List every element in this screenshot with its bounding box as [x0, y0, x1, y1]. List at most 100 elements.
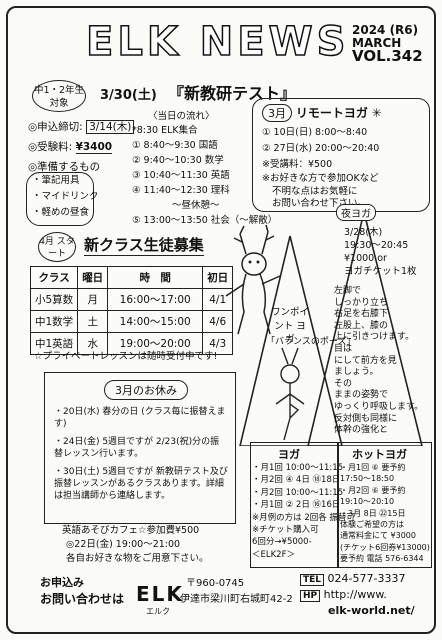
test-date: 3/30(土)	[100, 88, 157, 103]
issue-year: 2024 (R6)	[352, 23, 419, 37]
yoga-line: ・月1回 10:00〜11:15	[252, 463, 344, 473]
english-cafe-title: 英語あそびカフェ☆参加費¥500	[62, 525, 200, 536]
desc-line: しっかり立ち	[334, 297, 389, 308]
table-header-cell: クラス	[29, 266, 79, 289]
table-row: 中1数学 土 14:00〜15:00 4/6	[29, 310, 234, 333]
deer-mascot-illustration	[225, 224, 281, 335]
hot-yoga-line: ・月1回 ⑥ 要予約	[340, 463, 406, 472]
footer-apply-2: お問い合わせは	[40, 592, 125, 606]
desc-line: 目は	[334, 343, 353, 354]
private-lesson-note: ☆プライベートレッスンは随時受付中です!	[34, 351, 218, 362]
flow-title: 〈当日の流れ〉	[148, 111, 215, 122]
footer-address: 伊達市梁川町右城町42-2	[180, 594, 293, 605]
holiday-title: 3月のお休み	[104, 380, 188, 400]
holiday-box	[44, 372, 236, 524]
footer-apply-1: お申込み	[40, 576, 84, 589]
one-point-description: 左脚で しっかり立ち 右足を右膝下 左股上、膝の 上に引きつけます。 目は にし…	[334, 286, 423, 437]
hot-yoga-line: 要予約 電話 576-6344	[340, 554, 424, 564]
issue-vol: VOL.342	[352, 47, 423, 65]
table-cell: 19:00〜20:00	[107, 332, 204, 355]
yoga-schedule-lines: ・月1回 10:00〜11:15 ・月2回 ④ 4日 ⑱18日 ・月2回 10:…	[252, 462, 355, 561]
desc-line: ましょう。	[334, 367, 379, 378]
yoga-triangles	[239, 211, 423, 446]
remote-yoga-date-1: ① 10日(日) 8:00〜8:40	[262, 127, 368, 138]
tel-number[interactable]: 024-577-3337	[327, 572, 406, 585]
hot-yoga-line: 17:50〜18:50	[340, 474, 395, 484]
table-cell: 4/3	[202, 332, 234, 355]
one-point-label: ワンポイント ヨガ	[270, 307, 309, 345]
footer-brand: ELK	[136, 582, 184, 606]
remote-yoga-note-3: お問い合わせ下さい。	[272, 198, 368, 209]
desc-line: ままの姿勢で	[334, 390, 389, 401]
table-row: 中1英語 水 19:00〜20:00 4/3	[29, 332, 234, 355]
night-yoga-label: 夜ヨガ	[336, 204, 376, 221]
holiday-item: ・20日(水) 春分の日 (クラス毎に振替えます)	[54, 407, 226, 429]
test-prep-label: ◎準備するもの	[28, 161, 101, 173]
yoga-line: ・月2回 10:00〜11:15	[252, 487, 344, 498]
remote-yoga-fee: ※受講料：¥500	[262, 159, 333, 170]
hot-yoga-line: ・月2回 ⑥ 要予約	[340, 485, 406, 495]
desc-line: 左脚で	[334, 286, 362, 296]
new-class-start-badge: 4月 スタート	[38, 232, 76, 262]
flow-step-1: ① 8:40〜9:30 国語	[132, 140, 218, 151]
remote-yoga-header: 3月 リモートヨガ ✳	[262, 104, 382, 122]
english-cafe-note: 各自お好きな物をご用意下さい。	[66, 553, 209, 564]
table-cell: 月	[77, 288, 109, 311]
hot-yoga-box	[338, 442, 432, 568]
desc-line: 右足を右膝下	[334, 309, 389, 320]
table-header-row: クラス 曜日 時 間 初日	[29, 266, 234, 289]
yoga-line: ※チケット購入可	[252, 525, 319, 536]
table-header-cell: 時 間	[107, 266, 204, 289]
flow-step-0: *8:30 ELK集合	[132, 125, 198, 136]
remote-yoga-note-1: ※お好きな方で参加OKなど	[262, 173, 379, 184]
table-cell: 14:00〜15:00	[107, 310, 204, 333]
table-cell: 水	[77, 332, 109, 355]
hp-url-2[interactable]: elk-world.net/	[328, 604, 415, 617]
new-class-table: クラス 曜日 時 間 初日 小5算数 月 16:00〜17:00 4/1 中1数…	[29, 266, 234, 355]
table-cell: 小5算数	[29, 288, 79, 311]
tel-tag: TEL	[300, 574, 325, 586]
table-cell: 土	[77, 310, 109, 333]
yoga-line: ＜ELK2F＞	[252, 549, 295, 560]
prep-item-2: ・マイドリンク	[32, 191, 99, 202]
footer-postal: 〒960-0745	[186, 578, 245, 589]
yoga-line: ※月例の方は 2回各 振替可	[252, 512, 355, 523]
hot-yoga-title: ホットヨガ	[352, 448, 407, 461]
table-cell: 中1英語	[29, 332, 79, 355]
test-fee: ◎受験料: ¥3400	[28, 141, 113, 154]
flow-step-5: 〜昼休憩〜	[172, 200, 220, 211]
table-header-cell: 初日	[202, 266, 234, 289]
night-yoga-ticket: ヨガチケット1枚	[344, 266, 417, 277]
night-yoga-fee: ¥1000 or	[344, 253, 387, 264]
prep-item-1: ・筆記用具	[32, 175, 80, 186]
footer-brand-kana: エルク	[146, 607, 170, 616]
holiday-list: ・20日(水) 春分の日 (クラス毎に振替えます) ・24日(金) 5週目ですが…	[54, 406, 228, 502]
desc-line: 反対側も同様に	[334, 413, 398, 424]
new-class-title: 新クラス生徒募集	[84, 236, 204, 256]
desc-line: 左股上、膝の	[334, 320, 389, 331]
flow-step-2: ② 9:40〜10:30 数学	[132, 155, 224, 166]
hot-yoga-line: 通常料金にて ¥3000	[340, 531, 416, 541]
yoga-line: ・月1回 ② 2日 ⑯16日	[252, 500, 341, 511]
page-border	[6, 6, 436, 634]
prep-box	[26, 172, 94, 226]
prep-item-3: ・軽めの昼食	[32, 207, 90, 218]
night-yoga-date: 3/28(木)	[344, 227, 383, 238]
remote-yoga-date-2: ② 27日(水) 20:00〜20:40	[262, 143, 380, 154]
hp-tag: HP	[300, 590, 321, 602]
yoga-line: 6回分→¥5000-	[252, 537, 312, 548]
footer-hp: HP http://www.	[300, 588, 387, 602]
table-cell: 4/1	[202, 288, 234, 311]
table-cell: 16:00〜17:00	[107, 288, 204, 311]
issue-info: 2024 (R6) MARCH VOL.342	[352, 23, 423, 65]
english-cafe-date: ◎22日(金) 19:00〜21:00	[66, 539, 181, 550]
masthead-title: ELK NEWS	[85, 19, 350, 65]
remote-yoga-note-2: 不明な点はお気軽に	[272, 186, 358, 197]
yoga-schedule-box	[250, 442, 338, 568]
hp-url-1[interactable]: http://www.	[323, 588, 387, 601]
desc-line: 体幹の強化と	[334, 425, 389, 436]
table-row: 小5算数 月 16:00〜17:00 4/1	[29, 288, 234, 311]
holiday-item: ・30日(土) 5週目ですが 新教研テスト及び振替レッスンがあるクラスあります。…	[54, 467, 228, 501]
table-header-cell: 曜日	[77, 266, 109, 289]
desc-line: その	[334, 378, 353, 389]
